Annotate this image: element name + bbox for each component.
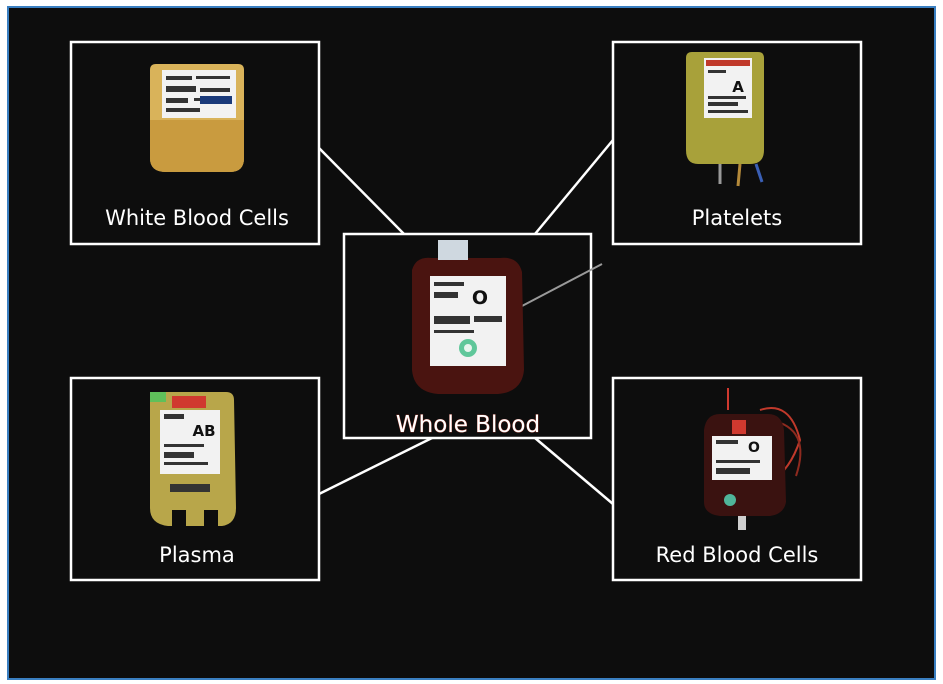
plasma-bag-letter: AB [192, 422, 215, 440]
rbc-bag-letter: O [748, 440, 760, 456]
platelet-bag-letter: A [732, 78, 744, 96]
label-platelets: Platelets [692, 206, 782, 230]
label-whole-blood: Whole Blood [396, 412, 540, 438]
label-plasma: Plasma [159, 543, 235, 567]
label-red-blood-cells: Red Blood Cells [656, 543, 819, 567]
node-white-blood-cells: White Blood Cells [71, 42, 319, 244]
node-platelets: A Platelets [613, 42, 861, 244]
connector-rbc [535, 438, 613, 504]
plasma-bag-image: AB [150, 392, 236, 528]
node-red-blood-cells: O Red Blood Cells [613, 378, 861, 580]
connector-platelets [535, 140, 613, 234]
connector-plasma [319, 438, 432, 494]
node-whole-blood: O Whole Blood [344, 234, 602, 438]
node-plasma: AB Plasma [71, 378, 319, 580]
label-white-blood-cells: White Blood Cells [105, 206, 289, 230]
whole-blood-bag-letter: O [472, 287, 488, 309]
wbc-bag-image [150, 64, 244, 172]
connector-wbc [319, 148, 404, 234]
